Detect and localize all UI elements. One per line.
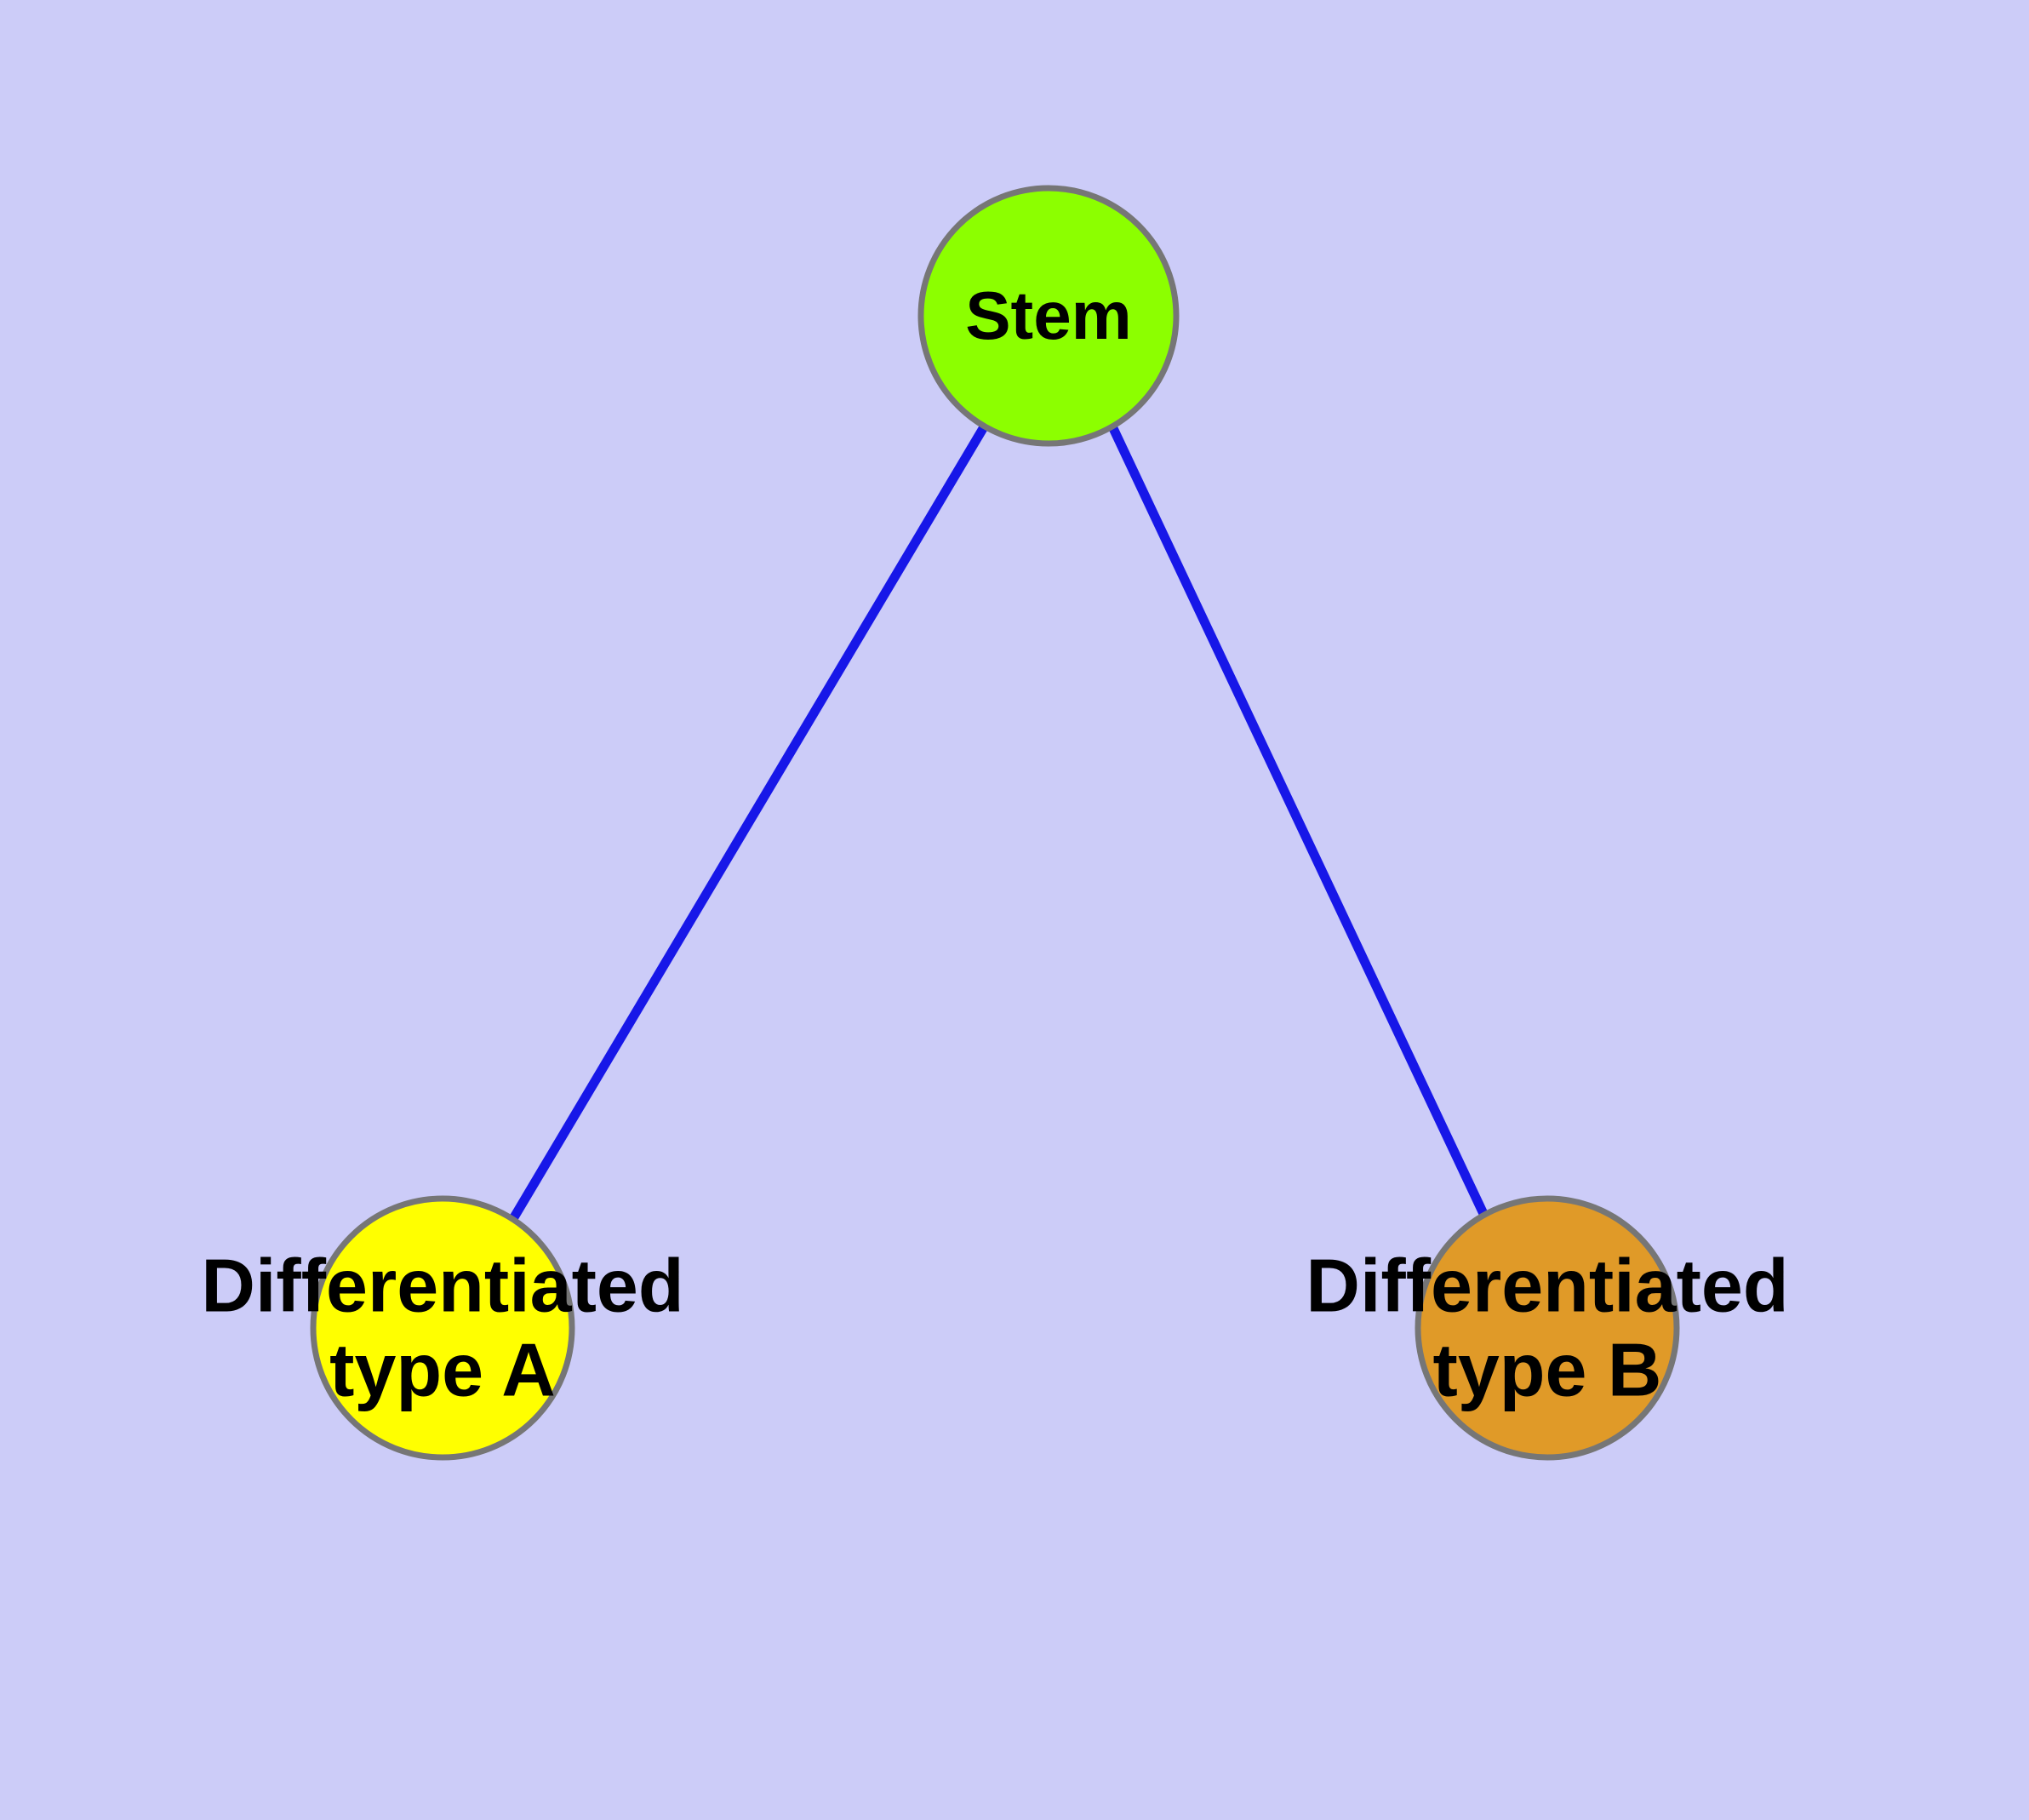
graph-node-stem[interactable] xyxy=(917,185,1180,447)
graph-edge-stem-to-diff-a[interactable] xyxy=(510,423,989,1220)
edge-layer xyxy=(510,423,1489,1220)
graph-edge-stem-to-diff-b[interactable] xyxy=(1108,424,1489,1220)
node-layer xyxy=(310,185,1680,1461)
graph-node-diff_a[interactable] xyxy=(310,1195,575,1461)
graph-node-diff_b[interactable] xyxy=(1415,1195,1680,1461)
